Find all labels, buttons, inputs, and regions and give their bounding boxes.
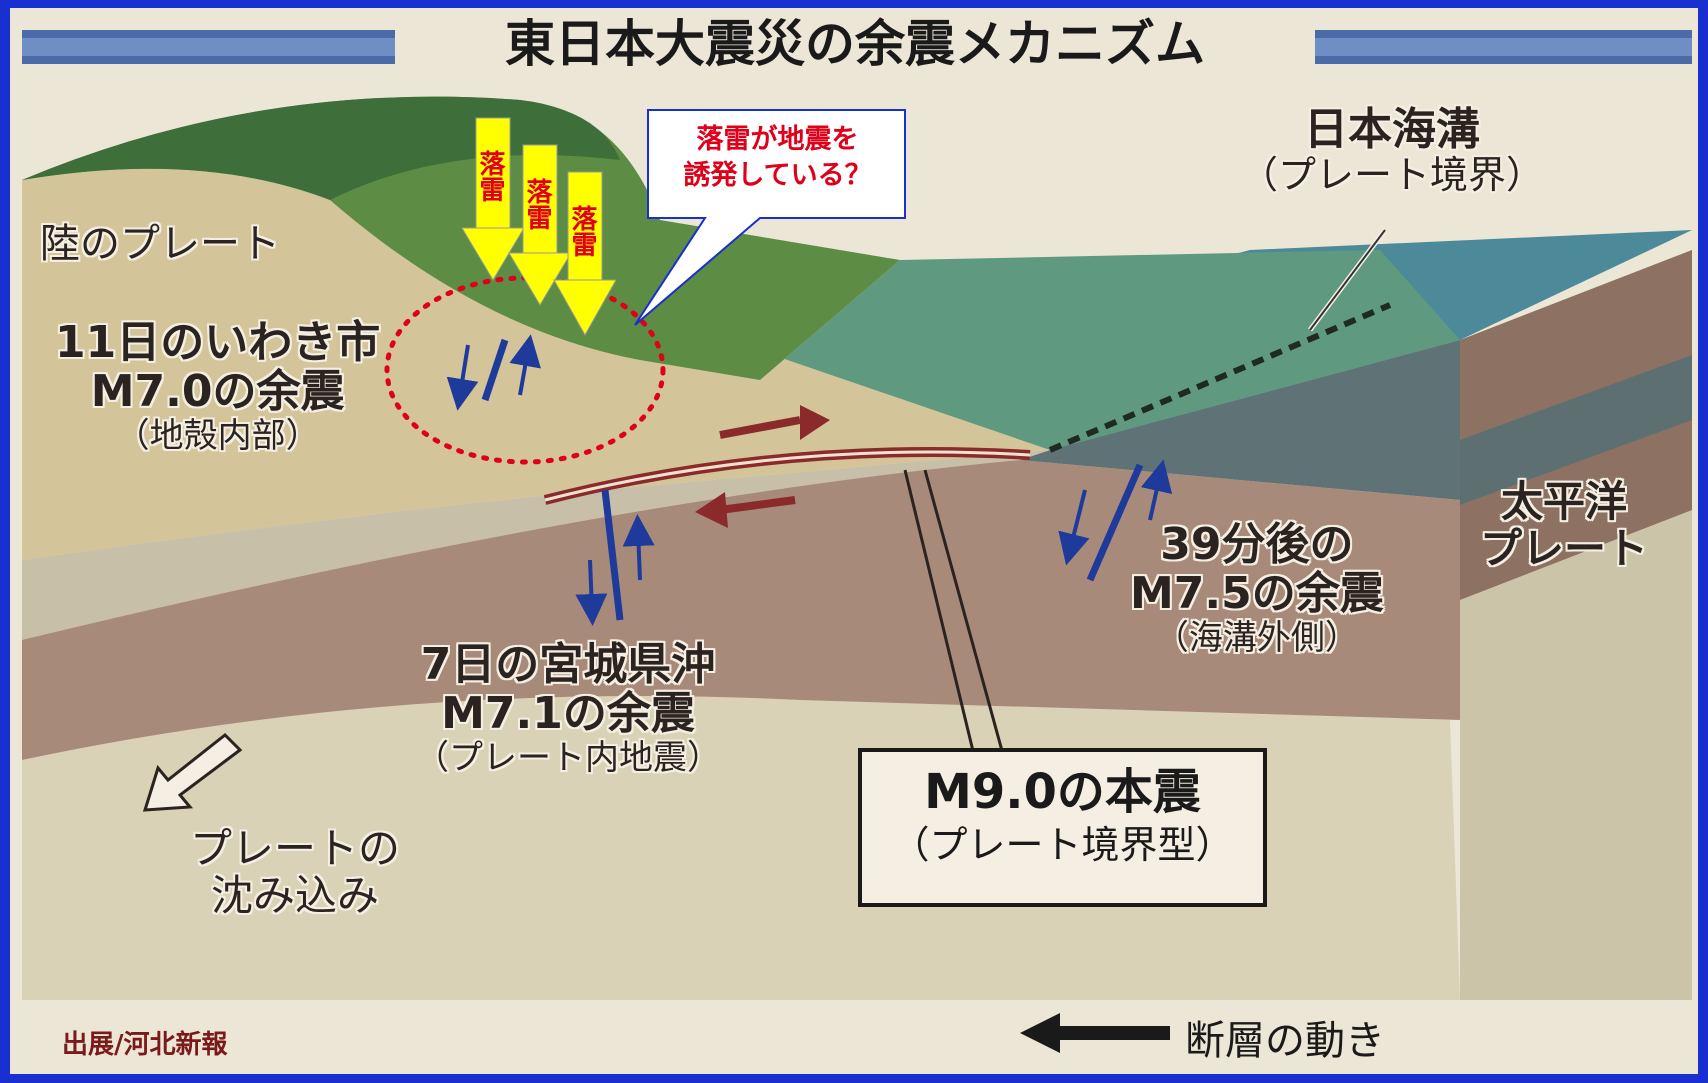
iwaki-label-line-2: M7.0の余震 [90,366,345,418]
lightning-arrow-1 [461,117,525,281]
lightning-arrow-3 [553,171,617,337]
subduction-label-line-2: 沈み込み [211,871,380,921]
pacific-label-line-2: プレート [1480,524,1649,574]
outer-label-line-1: 39分後の [1160,519,1354,570]
subduction-label-line-1: プレートの [190,824,401,873]
fault-arrow-lower [719,496,796,514]
lightning-arrow-2 [508,144,572,306]
main-pointer [903,469,1012,781]
miyagi-label-line-1: 7日の宮城県沖 [420,639,716,690]
subduction-arrow [142,732,243,812]
iwaki-label-line-1: 11日のいわき市 [55,317,381,368]
lightning-label-1: 落雷 [475,150,505,202]
main-label-line-2: （プレート境界型） [891,823,1234,867]
iwaki-aftershock-label: 11日のいわき市 M7.0の余震 （地殻内部） [55,318,380,455]
callout-line-1: 落雷が地震を [696,124,859,155]
source-credit: 出展/河北新報 [62,1030,228,1060]
main-label-box [858,748,1267,907]
diagram-title: 東日本大震災の余震メカニズム [505,15,1205,73]
legend-arrow [1020,1013,1170,1053]
main-label-line-1: M9.0の本震 [924,764,1201,820]
iwaki-label-line-3: （地殻内部） [115,415,320,456]
callout-line-2: 誘発している？ [683,160,872,192]
callout-text: 落雷が地震を 誘発している？ [655,122,900,195]
miyagi-label-line-2: M7.1の余震 [441,688,695,740]
fault-marker-outer [1058,459,1173,582]
trench-label-line-2: （プレート境界） [1240,153,1545,198]
lightning-label-3: 落雷 [567,205,597,257]
outer-aftershock-label: 39分後の M7.5の余震 （海溝外側） [1130,520,1384,657]
outer-label-line-2: M7.5の余震 [1130,568,1384,620]
trench-label-line-1: 日本海溝 [1304,104,1480,155]
trench-label: 日本海溝 （プレート境界） [1240,105,1544,197]
trench-line [1048,302,1392,453]
fault-arrow-upper [719,416,801,439]
fault-marker-miyagi [575,489,655,626]
fault-marker-iwaki [446,334,541,411]
land-plate-label: 陸のプレート [40,221,280,267]
miyagi-aftershock-label: 7日の宮城県沖 M7.1の余震 （プレート内地震） [415,640,721,777]
subduction-label: プレートの 沈み込み [190,825,400,919]
pacific-plate-label: 太平洋 プレート [1480,478,1648,572]
outer-label-line-3: （海溝外側） [1154,617,1359,658]
miyagi-label-line-3: （プレート内地震） [415,737,721,778]
callout-box [634,109,906,326]
lightning-label-2: 落雷 [522,178,552,230]
pacific-label-line-1: 太平洋 [1501,477,1628,526]
legend-label: 断層の動き [1185,1018,1385,1064]
main-shock-label: M9.0の本震 （プレート境界型） [862,762,1263,870]
